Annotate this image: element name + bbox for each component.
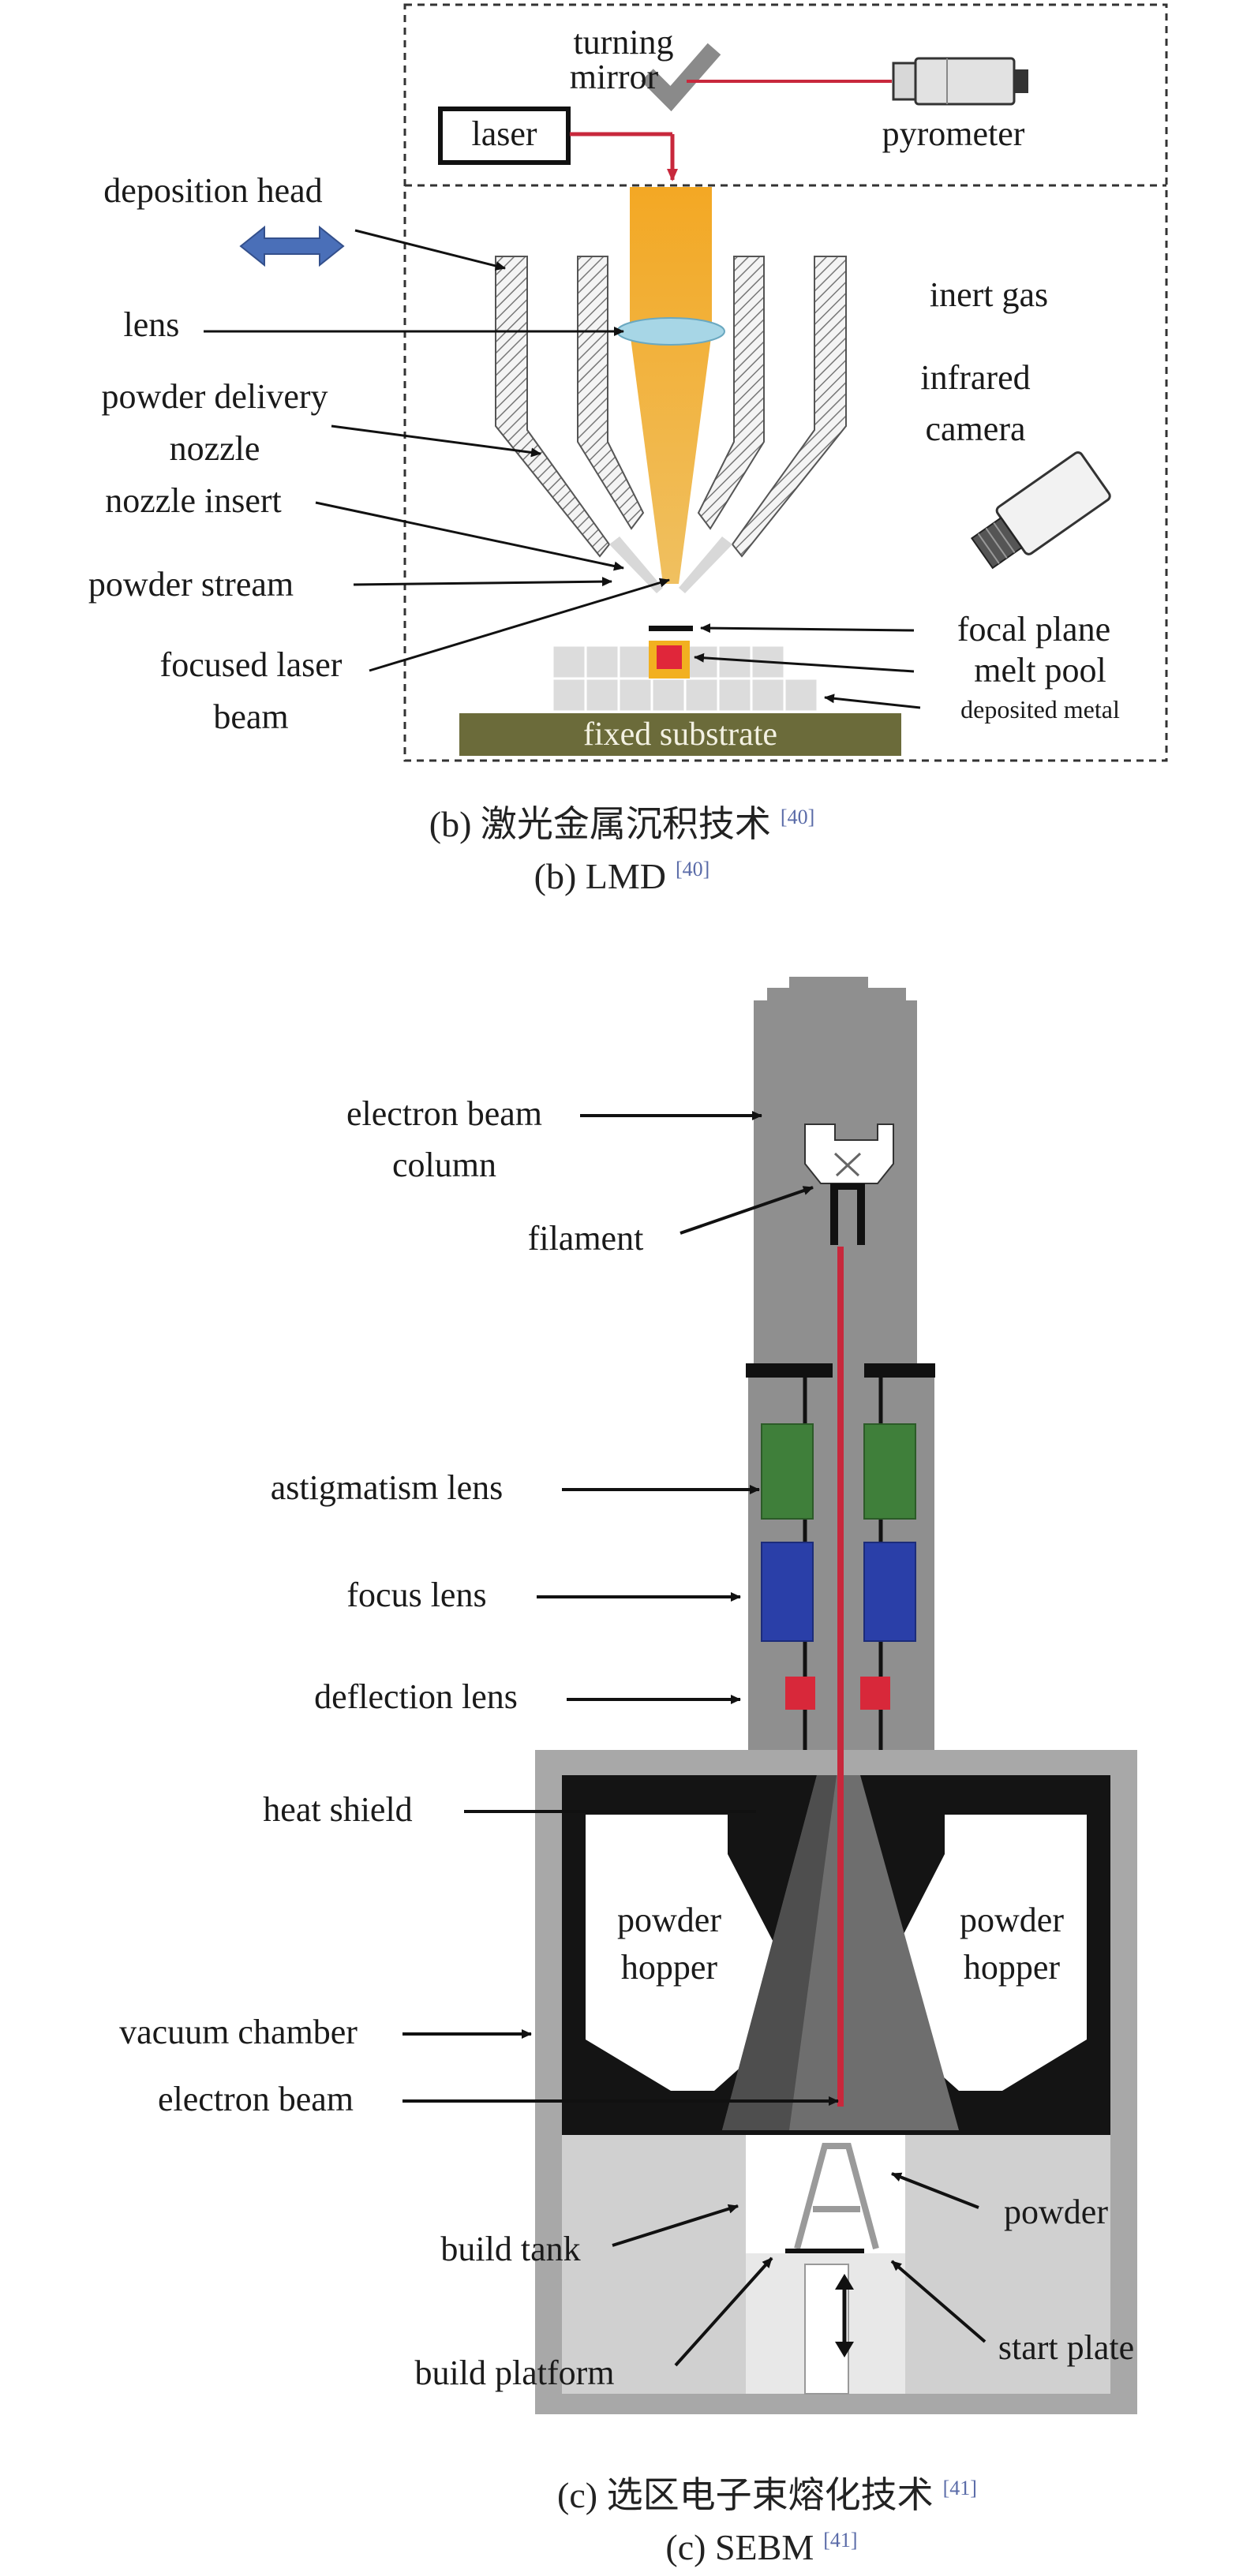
powder-hopper-left bbox=[586, 1815, 789, 2091]
powder-label: powder bbox=[1004, 2193, 1108, 2231]
sebm-caption-cn: (c) 选区电子束熔化技术 [41] bbox=[557, 2475, 977, 2515]
heat-shield-cone-shade bbox=[722, 1775, 837, 2130]
deposition-head-label: deposition head bbox=[103, 171, 322, 210]
sebm-caption-en: (c) SEBM [41] bbox=[665, 2527, 857, 2567]
powder-hopper-right bbox=[884, 1815, 1087, 2091]
sebm-caption-en-ref: [41] bbox=[823, 2529, 857, 2552]
anode-right bbox=[857, 1190, 865, 1245]
melt-pool-label: melt pool bbox=[974, 651, 1106, 690]
nozzle-wall-inner-right bbox=[697, 256, 765, 530]
lmd-diagram: laser turning mirror pyrometer bbox=[88, 3, 1168, 762]
powder-hopper-left-label-2: hopper bbox=[621, 1948, 718, 1987]
fixed-substrate bbox=[459, 713, 901, 756]
filament-label: filament bbox=[528, 1219, 644, 1258]
powder-stream-label: powder stream bbox=[88, 565, 294, 604]
powder-delivery-label-1: powder delivery bbox=[101, 377, 328, 416]
electron-beam-line bbox=[837, 1247, 844, 2107]
lens-shape bbox=[616, 317, 725, 346]
deflection-lens-label: deflection lens bbox=[314, 1677, 518, 1716]
focus-lens-right bbox=[863, 1542, 916, 1642]
lmd-caption-cn: (b) 激光金属沉积技术 [40] bbox=[429, 804, 814, 844]
focus-lens-left bbox=[761, 1542, 814, 1642]
lmd-caption-en-text: (b) LMD bbox=[534, 856, 666, 896]
focused-laser-label-2: beam bbox=[213, 697, 288, 736]
deflection-lens-left bbox=[785, 1677, 815, 1710]
lmd-caption-en-ref: [40] bbox=[676, 858, 709, 880]
infrared-camera-icon bbox=[970, 451, 1111, 570]
powder-stream-right bbox=[679, 537, 732, 593]
electron-beam-column-label-1: electron beam bbox=[346, 1094, 542, 1133]
focal-plane-label: focal plane bbox=[957, 610, 1110, 649]
astigmatism-lens-right bbox=[863, 1423, 916, 1520]
astigmatism-lens-left bbox=[761, 1423, 814, 1520]
infrared-camera-label-1: infrared bbox=[920, 358, 1030, 397]
start-plate bbox=[785, 2249, 864, 2253]
lens-label: lens bbox=[124, 305, 180, 344]
powder-stream-left bbox=[609, 537, 663, 593]
nozzle-insert-label: nozzle insert bbox=[105, 481, 282, 520]
powder-hopper-right-label-1: powder bbox=[960, 1901, 1064, 1939]
melt-pool bbox=[657, 645, 682, 669]
sebm-caption-cn-ref: [41] bbox=[943, 2477, 977, 2499]
anode-left bbox=[830, 1190, 838, 1245]
fixed-substrate-label: fixed substrate bbox=[583, 716, 777, 753]
powder-delivery-label-2: nozzle bbox=[170, 429, 260, 468]
deposited-metal-label: deposited metal bbox=[960, 695, 1120, 723]
vacuum-chamber-label: vacuum chamber bbox=[119, 2013, 358, 2051]
lmd-caption-cn-text: (b) 激光金属沉积技术 bbox=[429, 804, 771, 844]
focus-lens-label: focus lens bbox=[346, 1576, 486, 1614]
inert-gas-label: inert gas bbox=[930, 275, 1048, 314]
deposited-metal-blocks bbox=[551, 644, 819, 713]
turning-mirror-label-2: mirror bbox=[570, 58, 659, 96]
focal-plane-bar bbox=[649, 626, 693, 631]
powder-hopper-left-label-1: powder bbox=[617, 1901, 721, 1939]
lmd-caption-cn-ref: [40] bbox=[781, 806, 814, 828]
astigmatism-lens-label: astigmatism lens bbox=[271, 1468, 504, 1507]
sebm-caption-cn-text: (c) 选区电子束熔化技术 bbox=[557, 2475, 934, 2515]
electron-beam-label: electron beam bbox=[158, 2080, 354, 2118]
heat-shield-label: heat shield bbox=[263, 1790, 412, 1829]
pyrometer-label: pyrometer bbox=[882, 114, 1025, 153]
pyrometer-icon bbox=[892, 57, 1028, 106]
filament-cup bbox=[804, 1123, 894, 1184]
electron-beam-column-label-2: column bbox=[392, 1146, 496, 1184]
build-platform-label: build platform bbox=[415, 2354, 615, 2392]
platform-shaft bbox=[804, 2264, 849, 2395]
lmd-caption-en: (b) LMD [40] bbox=[534, 856, 710, 896]
laser-label: laser bbox=[471, 114, 537, 153]
filament-wire bbox=[833, 1152, 862, 1177]
nozzle-wall-inner-left bbox=[577, 256, 645, 530]
sebm-diagram: powder hopper powder hopper electron bea… bbox=[119, 977, 1137, 2414]
infrared-camera-label-2: camera bbox=[926, 409, 1026, 448]
powder-shape bbox=[794, 2143, 879, 2250]
laser-box bbox=[438, 107, 571, 165]
turning-mirror-icon bbox=[641, 43, 721, 112]
anode-top bbox=[830, 1183, 865, 1190]
focused-laser-label-1: focused laser bbox=[160, 645, 343, 684]
deflection-lens-right bbox=[860, 1677, 890, 1710]
focused-laser-beam bbox=[630, 187, 712, 584]
powder-hopper-right-label-2: hopper bbox=[964, 1948, 1061, 1987]
start-plate-label: start plate bbox=[998, 2328, 1134, 2367]
sebm-caption-en-text: (c) SEBM bbox=[665, 2527, 814, 2567]
lmd-leader-lines bbox=[204, 229, 921, 709]
build-tank-label: build tank bbox=[440, 2230, 580, 2268]
double-arrow-icon bbox=[239, 225, 345, 267]
lmd-enclosure bbox=[403, 3, 1168, 762]
sebm-leader-lines bbox=[402, 1111, 987, 2367]
turning-mirror-label-1: turning bbox=[573, 23, 673, 62]
